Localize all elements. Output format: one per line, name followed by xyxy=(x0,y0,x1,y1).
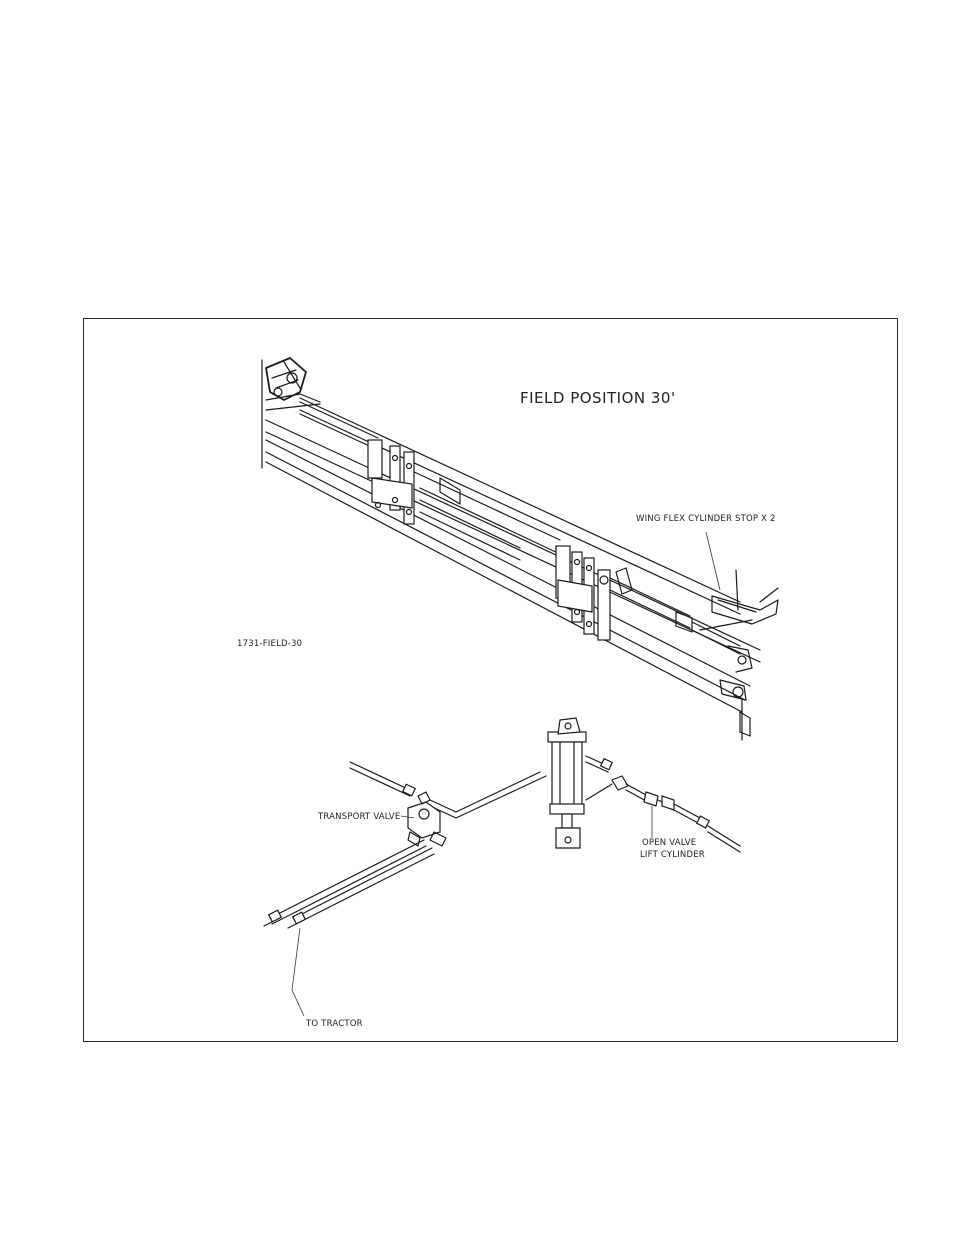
open-valve xyxy=(644,792,674,810)
to-tractor-label: TO TRACTOR xyxy=(305,1019,363,1029)
lift-cylinder xyxy=(548,718,586,848)
drawing-id-label: 1731-FIELD-30 xyxy=(237,639,302,649)
open-valve-label: OPEN VALVE xyxy=(642,838,696,848)
wing-flex-stop-label: WING FLEX CYLINDER STOP X 2 xyxy=(636,514,776,524)
transport-valve xyxy=(408,792,446,846)
transport-valve-label: TRANSPORT VALVE xyxy=(317,812,400,822)
diagram-title: FIELD POSITION 30' xyxy=(520,389,676,407)
wing-frame-assembly xyxy=(262,358,778,740)
hydraulic-circuit xyxy=(264,718,740,1016)
lift-cylinder-label: LIFT CYLINDER xyxy=(640,850,705,860)
